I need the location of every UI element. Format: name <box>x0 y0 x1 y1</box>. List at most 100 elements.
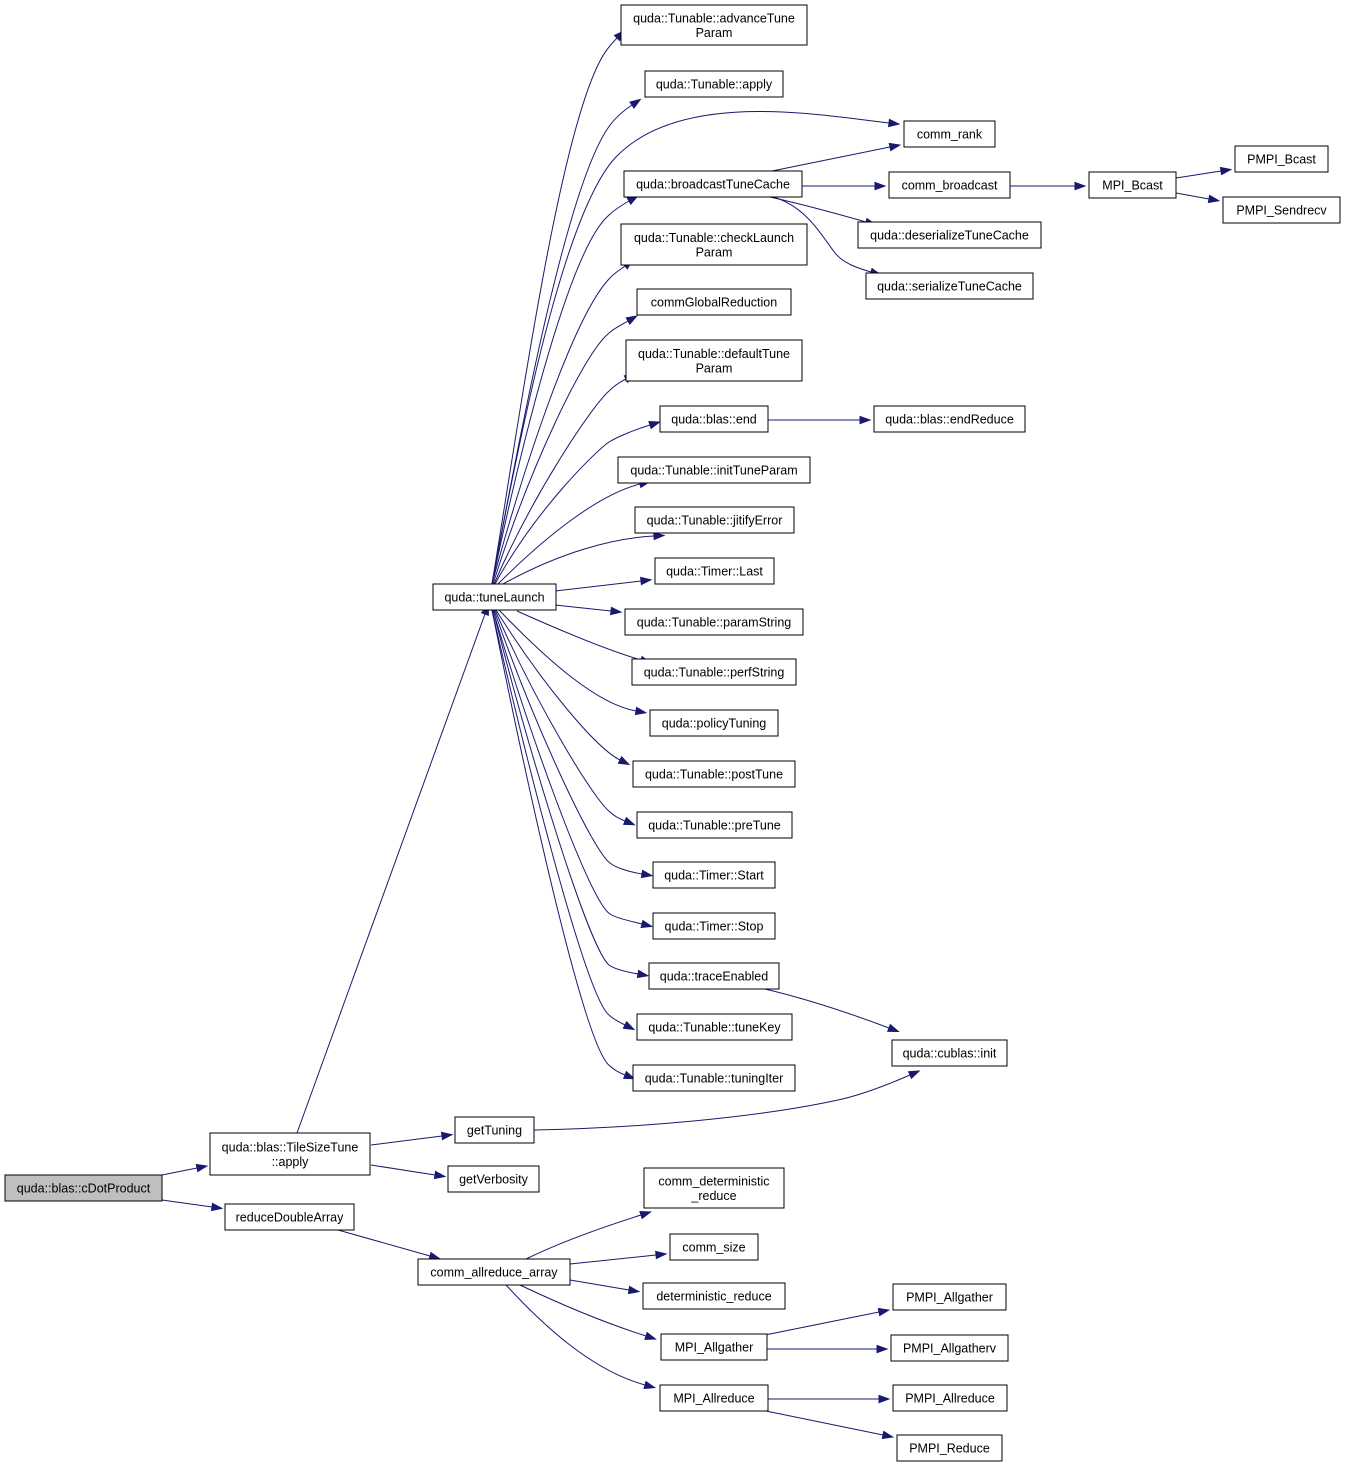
edge-tunelaunch-to-pretune <box>494 609 636 826</box>
node-cdot[interactable]: quda::blas::cDotProduct <box>4 1174 163 1202</box>
node-deser[interactable]: quda::deserializeTuneCache <box>857 221 1042 249</box>
node-label: comm_broadcast <box>902 179 998 193</box>
node-timerlast[interactable]: quda::Timer::Last <box>654 557 775 585</box>
node-label: PMPI_Allgather <box>906 1291 993 1305</box>
node-jitify[interactable]: quda::Tunable::jitifyError <box>634 506 795 534</box>
node-label: _reduce <box>690 1189 736 1203</box>
node-commsize[interactable]: comm_size <box>669 1233 759 1261</box>
node-trace[interactable]: quda::traceEnabled <box>648 962 780 990</box>
node-bcastcache[interactable]: quda::broadcastTuneCache <box>623 170 803 198</box>
call-nodes: quda::blas::cDotProduct quda::blas::TileS… <box>4 4 1341 1462</box>
edge-tunelaunch-to-timerstop <box>492 609 654 929</box>
node-tuningiter[interactable]: quda::Tunable::tuningIter <box>632 1064 796 1092</box>
node-inittune[interactable]: quda::Tunable::initTuneParam <box>617 456 811 484</box>
node-label: quda::Tunable::preTune <box>648 819 781 833</box>
node-getverb[interactable]: getVerbosity <box>447 1165 540 1193</box>
node-pmpiallgatherv[interactable]: PMPI_Allgatherv <box>890 1334 1009 1362</box>
edge-reducedbl-to-allreduce_arr <box>337 1229 442 1261</box>
node-commbcast[interactable]: comm_broadcast <box>888 171 1011 199</box>
edge-tunelaunch-to-policy <box>498 609 648 716</box>
edge-tilesize-to-tunelaunch <box>296 603 489 1134</box>
node-pmpiallreduce[interactable]: PMPI_Allreduce <box>892 1384 1008 1412</box>
edge-allreduce_arr-to-commsize <box>569 1250 668 1265</box>
edge-gettuning-to-cublasinit <box>533 1070 921 1131</box>
node-allreduce_arr[interactable]: comm_allreduce_array <box>417 1258 571 1286</box>
edge-tunelaunch-to-bcastcache <box>491 195 639 585</box>
node-cublasinit[interactable]: quda::cublas::init <box>891 1039 1008 1067</box>
node-label: PMPI_Reduce <box>909 1442 990 1456</box>
node-tunekey[interactable]: quda::Tunable::tuneKey <box>636 1013 793 1041</box>
node-endreduce[interactable]: quda::blas::endReduce <box>873 405 1026 433</box>
node-posttune[interactable]: quda::Tunable::postTune <box>632 760 796 788</box>
node-pmpibcast[interactable]: PMPI_Bcast <box>1234 145 1329 173</box>
node-reducedbl[interactable]: reduceDoubleArray <box>224 1203 355 1231</box>
node-tilesize[interactable]: quda::blas::TileSizeTune::apply <box>209 1132 371 1176</box>
node-label: PMPI_Bcast <box>1247 153 1316 167</box>
node-label: quda::Tunable::perfString <box>644 666 785 680</box>
node-mpibcast[interactable]: MPI_Bcast <box>1088 171 1177 199</box>
node-commglobal[interactable]: commGlobalReduction <box>636 288 792 316</box>
edge-mpiallreduce-to-pmpiallreduce <box>768 1394 891 1404</box>
node-label: quda::cublas::init <box>903 1047 997 1061</box>
node-label: Param <box>696 245 733 259</box>
node-tunelaunch[interactable]: quda::tuneLaunch <box>432 583 557 611</box>
edge-allreduce_arr-to-detreduce <box>569 1279 641 1295</box>
node-label: comm_size <box>682 1241 745 1255</box>
edge-tunelaunch-to-jitify <box>502 531 666 585</box>
edge-tunelaunch-to-blasend <box>494 421 661 585</box>
node-policy[interactable]: quda::policyTuning <box>649 709 779 737</box>
node-gettuning[interactable]: getTuning <box>454 1116 535 1144</box>
node-commrank[interactable]: comm_rank <box>903 120 996 148</box>
edge-tunelaunch-to-tunekey <box>491 609 636 1031</box>
edge-cdot-to-reducedbl <box>161 1199 224 1212</box>
node-label: Param <box>696 26 733 40</box>
edge-tunelaunch-to-posttune <box>495 609 631 766</box>
node-mpiallgather[interactable]: MPI_Allgather <box>660 1333 768 1361</box>
edge-tunelaunch-to-trace <box>492 609 650 979</box>
node-timerstart[interactable]: quda::Timer::Start <box>652 861 776 889</box>
edge-trace-to-cublasinit <box>764 988 900 1033</box>
edge-tunelaunch-to-timerstart <box>493 609 654 879</box>
node-label: quda::policyTuning <box>662 717 767 731</box>
node-label: quda::traceEnabled <box>660 970 768 984</box>
node-label: deterministic_reduce <box>656 1290 771 1304</box>
node-label: getTuning <box>467 1124 522 1138</box>
node-timerstop[interactable]: quda::Timer::Stop <box>652 912 776 940</box>
node-ser[interactable]: quda::serializeTuneCache <box>865 272 1034 300</box>
edge-mpiallgather-to-pmpiallgatherv <box>767 1344 889 1354</box>
node-commdet[interactable]: comm_deterministic_reduce <box>643 1167 785 1209</box>
node-label: quda::Tunable::checkLaunch <box>634 231 794 245</box>
node-label: quda::Timer::Last <box>666 565 763 579</box>
node-pretune[interactable]: quda::Tunable::preTune <box>636 811 793 839</box>
node-apply[interactable]: quda::Tunable::apply <box>644 70 784 98</box>
edge-tunelaunch-to-timerlast <box>554 576 653 592</box>
edge-tilesize-to-getverb <box>370 1164 447 1180</box>
node-label: quda::Tunable::tuningIter <box>645 1072 784 1086</box>
node-label: quda::deserializeTuneCache <box>870 229 1029 243</box>
node-label: quda::Tunable::advanceTune <box>633 11 795 25</box>
node-pmpiallgather[interactable]: PMPI_Allgather <box>892 1283 1007 1311</box>
node-paramstr[interactable]: quda::Tunable::paramString <box>624 608 804 636</box>
node-label: quda::Tunable::postTune <box>645 768 783 782</box>
node-label: quda::broadcastTuneCache <box>636 178 790 192</box>
node-label: PMPI_Allgatherv <box>903 1342 997 1356</box>
node-detreduce[interactable]: deterministic_reduce <box>642 1282 786 1310</box>
edge-mpibcast-to-pmpibcast <box>1175 166 1233 179</box>
node-label: quda::serializeTuneCache <box>877 280 1022 294</box>
node-label: PMPI_Allreduce <box>905 1392 995 1406</box>
node-pmpisendrecv[interactable]: PMPI_Sendrecv <box>1222 196 1341 224</box>
node-mpiallreduce[interactable]: MPI_Allreduce <box>659 1384 769 1412</box>
node-blasend[interactable]: quda::blas::end <box>659 405 769 433</box>
node-label: MPI_Allgather <box>675 1341 754 1355</box>
edge-mpiallgather-to-pmpiallgather <box>764 1307 891 1336</box>
node-label: quda::Timer::Stop <box>665 920 764 934</box>
node-label: PMPI_Sendrecv <box>1236 204 1327 218</box>
node-pmpireduce[interactable]: PMPI_Reduce <box>896 1434 1003 1462</box>
node-perfstr[interactable]: quda::Tunable::perfString <box>631 658 797 686</box>
edge-allreduce_arr-to-mpiallreduce <box>505 1284 657 1390</box>
node-label: quda::Tunable::tuneKey <box>648 1021 781 1035</box>
